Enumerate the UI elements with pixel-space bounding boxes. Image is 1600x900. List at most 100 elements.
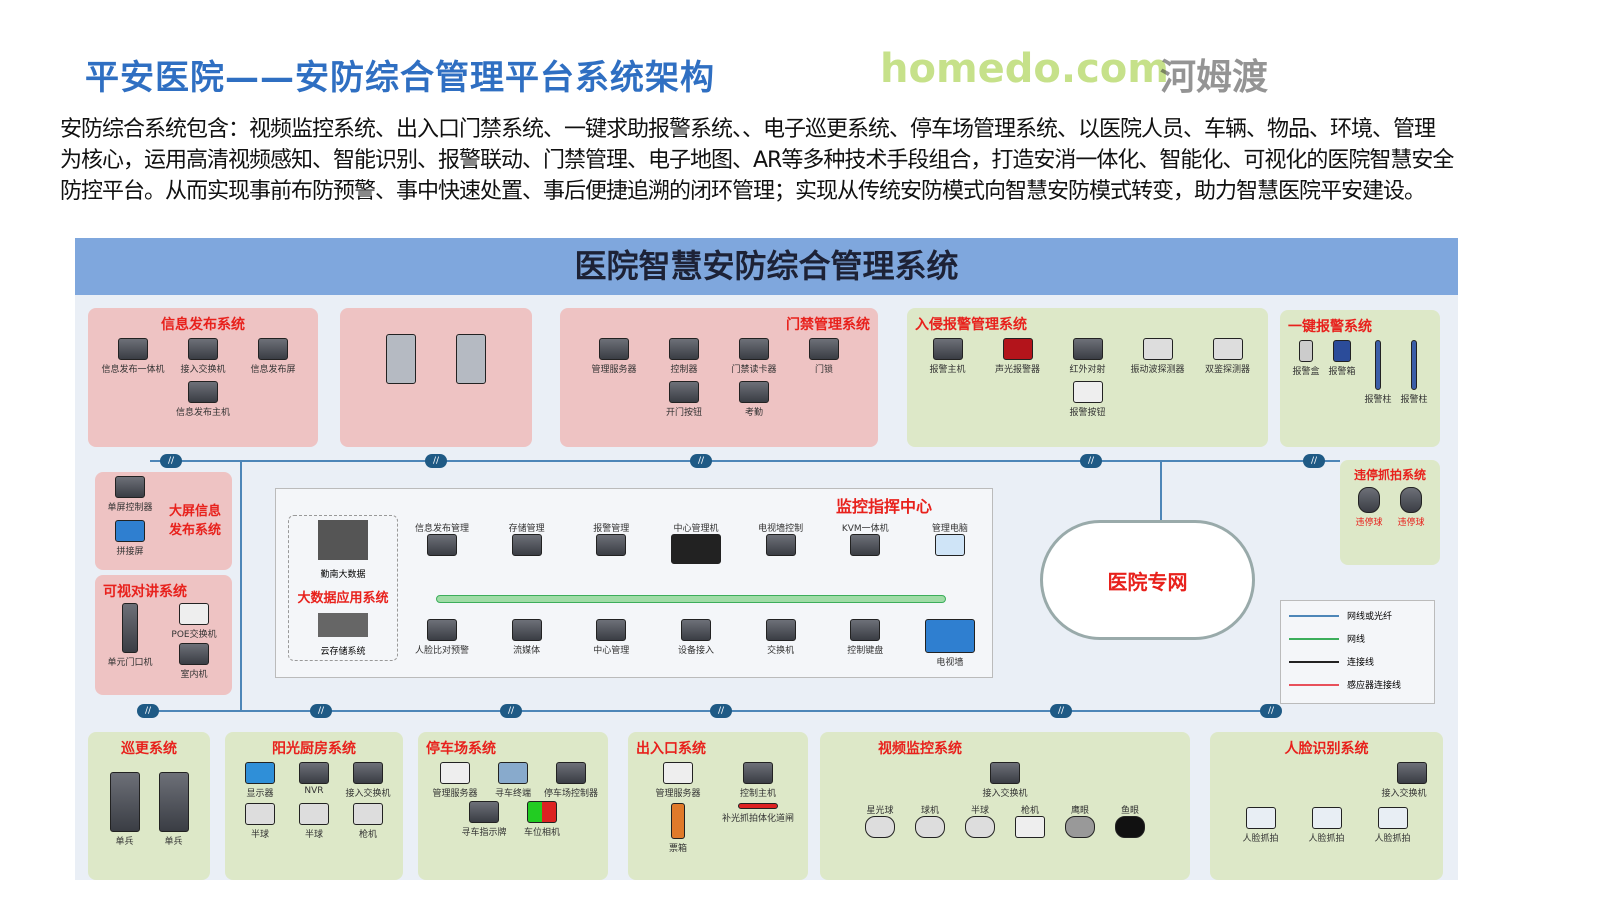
legend-swatch	[1289, 683, 1339, 686]
dome-camera-icon	[865, 816, 895, 838]
legend-swatch	[1289, 637, 1339, 640]
device-label: 单元门口机	[107, 658, 153, 668]
device-label: 拼接屏	[116, 547, 144, 557]
switch-icon	[765, 619, 796, 641]
device-label: 鹰眼	[1070, 806, 1089, 816]
device: 中心管理	[580, 619, 642, 668]
kiosk-icon	[498, 762, 528, 784]
switch-icon	[353, 762, 383, 784]
device: 管理服务器	[427, 762, 483, 799]
gate-icon	[386, 334, 416, 384]
device: 信息发布管理	[411, 519, 473, 564]
watermark: 河姆渡	[1160, 57, 1269, 98]
device-label: 停车场控制器	[543, 789, 598, 799]
bigdata-title: 大数据应用系统	[297, 590, 389, 606]
device: 接入交换机	[342, 762, 394, 799]
device: 单元门口机	[99, 603, 161, 668]
fisheye-camera-icon	[1115, 816, 1145, 838]
device-label: 管理服务器	[432, 789, 478, 799]
device-icon	[765, 534, 796, 556]
cloud-storage-icon	[318, 612, 368, 637]
network-label: 医院专网	[1107, 569, 1188, 594]
attendance-icon	[739, 381, 769, 403]
controller-icon	[556, 762, 586, 784]
host-icon	[188, 381, 218, 403]
device: 存储管理	[496, 519, 558, 564]
legend-item: 感应器连接线	[1289, 678, 1426, 691]
panel-title: 巡更系统	[121, 741, 177, 757]
server-icon	[440, 762, 470, 784]
device: 半球	[956, 801, 1004, 838]
gate-device	[370, 334, 432, 384]
device-label: 半球	[250, 830, 269, 840]
lock-icon	[809, 338, 839, 360]
nvr-icon	[299, 762, 329, 784]
barrier-gate-icon	[738, 803, 778, 809]
device-label: 门锁	[814, 365, 833, 375]
device-icon	[596, 619, 627, 641]
device-label: NVR	[304, 786, 324, 796]
device: 接入交换机	[172, 338, 234, 375]
diagram-title: 医院智慧安防综合管理系统	[75, 238, 1458, 295]
device: 开门按钮	[653, 381, 715, 418]
device-icon	[850, 534, 881, 556]
backbone-top	[150, 460, 1340, 462]
device-label: 违停球	[1397, 518, 1425, 528]
dome-camera-icon	[965, 816, 995, 838]
device: 信息发布屏	[242, 338, 304, 375]
backbone-vertical	[240, 460, 242, 710]
device: 信息发布一体机	[102, 338, 165, 375]
device-label: 接入交换机	[345, 789, 391, 799]
device-label: 管理电脑	[931, 524, 968, 534]
eagle-eye-camera-icon	[1065, 816, 1095, 838]
device: 报警盒	[1290, 340, 1322, 405]
panel-one-key-alarm: 一键报警系统 报警盒 报警箱 报警柱 报警柱	[1280, 310, 1440, 447]
device: 违停球	[1391, 487, 1431, 528]
device-label: 双鉴探测器	[1204, 365, 1250, 375]
panel-patrol: 巡更系统 单兵 单兵	[88, 732, 210, 880]
device-label: 报警主机	[929, 365, 966, 375]
panel-title: 违停抓拍系统	[1353, 468, 1426, 482]
panel-title: 入侵报警管理系统	[915, 317, 1027, 333]
device-label: 云存储系统	[320, 646, 366, 657]
device: 红外对射	[1057, 338, 1119, 375]
sign-icon	[469, 801, 499, 823]
device: 管理电脑	[919, 519, 981, 564]
device-label: 单兵	[164, 837, 183, 847]
legend-item: 网线或光纤	[1289, 609, 1426, 622]
network-node-icon: //	[160, 454, 182, 468]
device: 半球	[234, 803, 286, 840]
panel-title: 出入口系统	[636, 741, 706, 757]
device-label: 寻车指示牌	[461, 828, 507, 838]
device: 振动波探测器	[1127, 338, 1189, 375]
network-node-icon: //	[1050, 704, 1072, 718]
network-node-icon: //	[500, 704, 522, 718]
controller-icon	[669, 338, 699, 360]
device-label: 流媒体	[513, 646, 541, 656]
dome-camera-icon	[245, 803, 275, 825]
device: 双鉴探测器	[1197, 338, 1259, 375]
phone-icon	[670, 534, 721, 564]
alarm-case-icon	[1333, 340, 1351, 362]
panel-big-screen: 单屏控制器 大屏信息发布系统 拼接屏	[95, 472, 232, 570]
panel-title: 大屏信息发布系统	[168, 504, 221, 538]
device-label: 红外对射	[1069, 365, 1106, 375]
device: 停车场控制器	[543, 762, 599, 799]
panel-access-control: 门禁管理系统 管理服务器 控制器 门禁读卡器 门锁 开门按钮 考勤	[560, 308, 878, 447]
panel-title: 可视对讲系统	[103, 584, 187, 600]
server-rack-icon	[318, 519, 368, 560]
device: 交换机	[750, 619, 812, 668]
device-label: 人脸抓拍	[1308, 834, 1345, 844]
device: 控制主机	[719, 762, 797, 799]
center-bus	[436, 595, 946, 603]
face-camera-icon	[1377, 807, 1408, 829]
network-node-icon: //	[1080, 454, 1102, 468]
keyboard-icon	[850, 619, 881, 641]
panel-entrance-exit: 出入口系统 管理服务器 控制主机 票箱 补光抓拍体化道闸	[628, 732, 808, 880]
device-label: 交换机	[767, 646, 795, 656]
device: 电视墙控制	[750, 519, 812, 564]
device-label: 补光抓拍体化道闸	[721, 814, 794, 824]
gate-icon	[456, 334, 486, 384]
dome-camera-icon	[1358, 487, 1380, 513]
device-label: 单屏控制器	[107, 503, 153, 513]
